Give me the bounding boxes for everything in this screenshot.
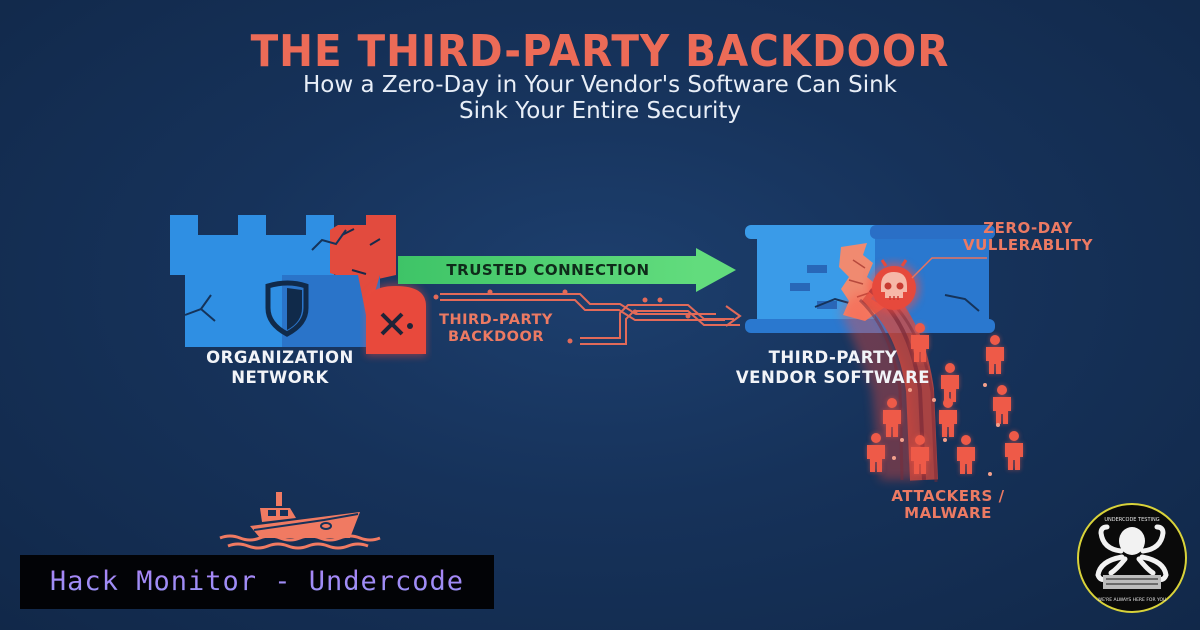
trusted-connection-bar xyxy=(398,256,698,284)
vendor-label-line-2: VENDOR SOFTWARE xyxy=(735,368,931,387)
castle-tower-icon xyxy=(170,215,396,347)
sinking-ship-icon xyxy=(219,492,381,550)
subtitle-line-1: How a Zero-Day in Your Vendor's Software… xyxy=(302,72,897,98)
subtitle-line-2: Sink Your Entire Security xyxy=(459,98,741,124)
watermark-bar xyxy=(20,555,494,609)
vendor-software-label: THIRD-PARTY VENDOR SOFTWARE xyxy=(728,348,938,388)
logo-bottom-text: WE'RE ALWAYS HERE FOR YOU xyxy=(1098,597,1167,603)
organization-label-line-1: ORGANIZATION xyxy=(206,348,354,367)
attackers-label-line-1: ATTACKERS / xyxy=(891,487,1005,505)
backdoor-label: THIRD-PARTY BACKDOOR xyxy=(436,312,556,346)
watermark-text: Hack Monitor - Undercode xyxy=(20,555,494,609)
page-title: THE THIRD-PARTY BACKDOOR xyxy=(250,26,950,77)
backdoor-label-line-1: THIRD-PARTY xyxy=(439,312,553,328)
octopus-logo-icon xyxy=(1077,503,1187,613)
person-icon xyxy=(867,323,1023,474)
zero-day-vulnerability-label: ZERO-DAY VULLERABLITY xyxy=(948,220,1108,254)
skull-icon xyxy=(868,259,920,314)
octopus-logo-art: UNDERCODE TESTING WE'RE ALWAYS HERE FOR … xyxy=(1095,517,1169,603)
trusted-arrow-head-icon xyxy=(696,248,736,292)
backdoor-circuit-lines xyxy=(433,289,742,345)
vulnerability-pointer-line xyxy=(911,257,987,279)
broken-door-x-icon xyxy=(366,284,426,356)
attackers-group xyxy=(867,323,1023,476)
organization-network-label: ORGANIZATION NETWORK xyxy=(190,348,370,388)
vendor-label-line-1: THIRD-PARTY xyxy=(768,348,898,367)
organization-label-line-2: NETWORK xyxy=(231,368,329,387)
vulnerability-label-line-2: VULLERABLITY xyxy=(963,236,1093,254)
attackers-label-line-2: MALWARE xyxy=(904,504,992,522)
vulnerability-label-line-1: ZERO-DAY xyxy=(983,219,1073,237)
backdoor-label-line-2: BACKDOOR xyxy=(447,329,544,345)
logo-top-text: UNDERCODE TESTING xyxy=(1104,517,1159,523)
trusted-connection-label: TRUSTED CONNECTION xyxy=(446,261,650,279)
attackers-malware-label: ATTACKERS / MALWARE xyxy=(858,488,1038,522)
